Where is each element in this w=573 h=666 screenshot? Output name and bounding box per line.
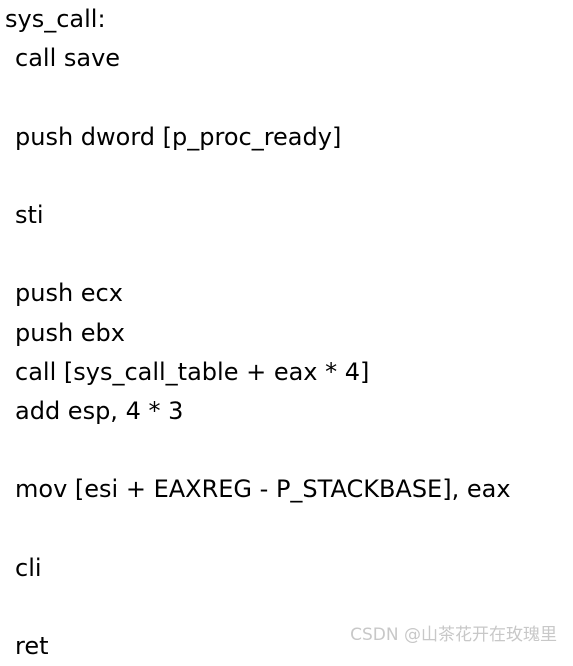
code-line-blank: [5, 235, 573, 274]
code-line-blank: [5, 509, 573, 548]
code-line-blank: [5, 431, 573, 470]
code-line: cli: [15, 553, 42, 582]
code-line: call save: [15, 44, 121, 73]
code-line: sti: [15, 200, 44, 229]
code-line: add esp, 4 * 3: [15, 396, 184, 425]
code-line: push ecx: [15, 279, 123, 308]
code-label: sys_call:: [5, 5, 106, 33]
code-line: push dword [p_proc_ready]: [15, 122, 342, 151]
code-line: mov [esi + EAXREG - P_STACKBASE], eax: [15, 475, 511, 504]
code-line-blank: [5, 78, 573, 117]
code-block: sys_call: call save push dword [p_proc_r…: [5, 0, 573, 666]
code-line: call [sys_call_table + eax * 4]: [15, 357, 370, 386]
code-line: push ebx: [15, 318, 125, 347]
code-line-blank: [5, 157, 573, 196]
watermark: CSDN @山茶花开在玫瑰里: [350, 625, 557, 645]
